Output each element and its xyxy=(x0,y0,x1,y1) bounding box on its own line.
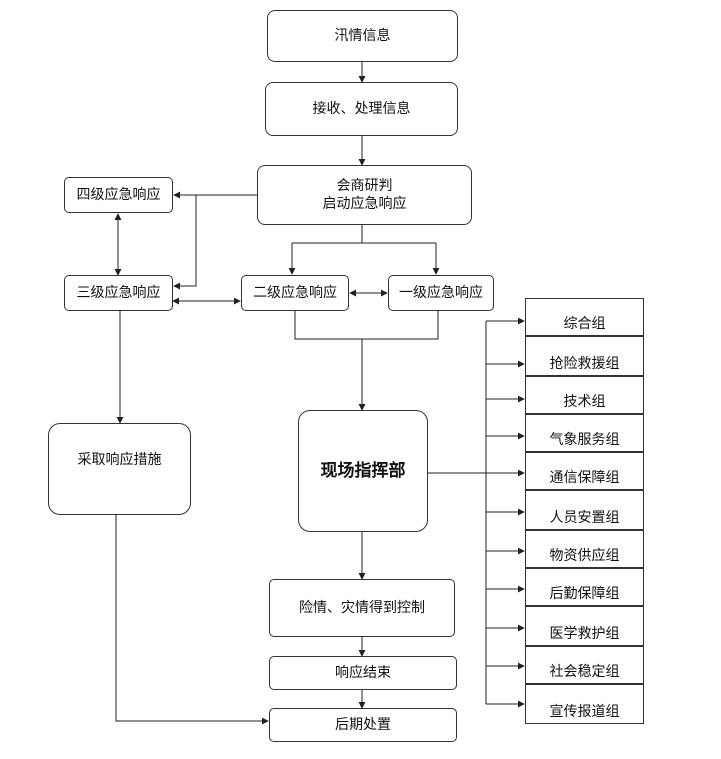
node-response-end: 响应结束 xyxy=(269,656,457,690)
group-general-label: 综合组 xyxy=(563,316,606,332)
group-communication-label: 通信保障组 xyxy=(549,470,620,486)
node-level2-label: 二级应急响应 xyxy=(253,285,337,301)
group-communication: 通信保障组 xyxy=(525,452,644,490)
group-logistics: 后勤保障组 xyxy=(525,568,644,606)
group-technical: 技术组 xyxy=(525,376,644,414)
group-general: 综合组 xyxy=(525,298,644,336)
node-consult-line2: 启动应急响应 xyxy=(322,196,407,212)
node-response-end-label: 响应结束 xyxy=(335,665,391,681)
node-receive-info-label: 接收、处理信息 xyxy=(312,101,411,117)
group-weather-label: 气象服务组 xyxy=(549,432,620,448)
node-level2: 二级应急响应 xyxy=(241,275,349,311)
group-resettlement: 人员安置组 xyxy=(525,490,644,530)
node-aftermath-label: 后期处置 xyxy=(335,717,391,733)
group-medical: 医学救护组 xyxy=(525,606,644,646)
node-level3-label: 三级应急响应 xyxy=(76,285,161,301)
node-field-command: 现场指挥部 xyxy=(298,410,428,532)
group-rescue: 抢险救援组 xyxy=(525,336,644,376)
node-level1: 一级应急响应 xyxy=(388,275,494,311)
group-rescue-label: 抢险救援组 xyxy=(549,356,620,372)
node-field-command-label: 现场指挥部 xyxy=(320,461,406,481)
node-receive-info: 接收、处理信息 xyxy=(265,82,458,136)
group-publicity: 宣传报道组 xyxy=(525,684,644,724)
arrow-measures-to-aftermath xyxy=(115,515,269,725)
group-technical-label: 技术组 xyxy=(563,394,606,410)
group-stability-label: 社会稳定组 xyxy=(549,664,620,680)
node-controlled: 险情、灾情得到控制 xyxy=(269,579,455,637)
node-level4: 四级应急响应 xyxy=(64,177,173,213)
group-resettlement-label: 人员安置组 xyxy=(549,510,620,526)
node-controlled-label: 险情、灾情得到控制 xyxy=(299,600,425,616)
node-flood-info: 汛情信息 xyxy=(267,10,458,62)
group-logistics-label: 后勤保障组 xyxy=(549,586,620,602)
node-level1-label: 一级应急响应 xyxy=(399,285,483,301)
group-medical-label: 医学救护组 xyxy=(549,626,620,642)
node-consult-line1: 会商研判 xyxy=(336,178,393,194)
node-level3: 三级应急响应 xyxy=(64,275,173,311)
group-supplies: 物资供应组 xyxy=(525,530,644,568)
group-publicity-label: 宣传报道组 xyxy=(549,704,620,720)
node-consult: 会商研判 启动应急响应 xyxy=(257,165,472,225)
node-flood-info-label: 汛情信息 xyxy=(334,28,391,44)
group-weather: 气象服务组 xyxy=(525,414,644,452)
node-response-measures: 采取响应措施 xyxy=(48,423,191,515)
arrow-consult-to-level3 xyxy=(173,195,197,290)
line-level2-join xyxy=(294,311,362,340)
node-response-measures-label: 采取响应措施 xyxy=(77,452,162,468)
node-aftermath: 后期处置 xyxy=(269,708,457,742)
line-level1-join xyxy=(362,311,439,340)
group-supplies-label: 物资供应组 xyxy=(549,548,620,564)
node-level4-label: 四级应急响应 xyxy=(76,187,161,203)
group-stability: 社会稳定组 xyxy=(525,646,644,684)
